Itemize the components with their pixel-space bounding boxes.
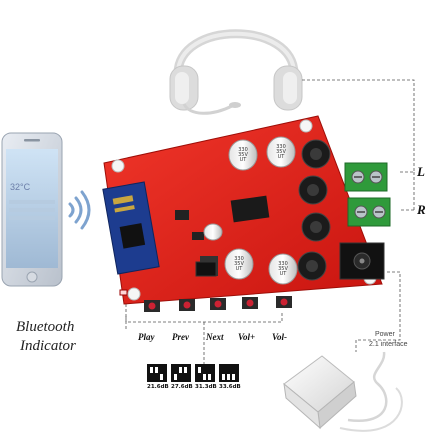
- bluetooth-indicator-led: [119, 289, 128, 296]
- bluetooth-module: [102, 181, 160, 275]
- capacitor-marking: UT: [240, 157, 248, 163]
- capacitor-marking: 330: [238, 147, 248, 153]
- gain-label-1: 21.6dB: [147, 384, 169, 390]
- speaker-terminal-right: [347, 197, 391, 227]
- power-jack: [339, 242, 385, 280]
- amplifier-board: [102, 115, 391, 312]
- capacitor-marking: 35V: [234, 261, 244, 267]
- speaker-terminal-left: [344, 162, 388, 192]
- headphones-image: [169, 29, 303, 115]
- prev-label: Prev: [172, 332, 189, 342]
- gain-label-2: 27.6dB: [171, 384, 193, 390]
- capacitor-marking: UT: [278, 154, 286, 160]
- vol-up-label: Vol+: [238, 332, 256, 342]
- power-interface-label: 2.1 interface: [369, 341, 408, 348]
- gain-label-3: 31.3dB: [195, 384, 217, 390]
- board-buttons: [144, 296, 292, 312]
- power-adapter-image: [283, 351, 403, 432]
- bluetooth-label: Bluetooth: [16, 319, 75, 335]
- capacitor-marking: 35V: [238, 152, 248, 158]
- gain-label-4: 33.6dB: [219, 384, 241, 390]
- phone-temperature: 32°C: [10, 182, 31, 192]
- inductors: [297, 139, 331, 281]
- right-channel-label: R: [417, 202, 426, 217]
- capacitor-2: [266, 136, 296, 168]
- gain-dip-switch: [195, 261, 217, 277]
- connection-lines: [125, 79, 415, 367]
- left-channel-label: L: [417, 164, 425, 179]
- capacitor-1: [228, 139, 258, 171]
- gain-switch-icons: [147, 364, 239, 382]
- capacitor-marking: 35V: [278, 266, 288, 272]
- phone-image: [1, 132, 63, 287]
- power-label: Power: [375, 331, 395, 338]
- vol-down-label: Vol-: [272, 332, 288, 342]
- play-label: Play: [138, 332, 155, 342]
- capacitor-4: [268, 253, 298, 285]
- capacitor-marking: 330: [234, 256, 244, 262]
- capacitor-marking: 330: [278, 261, 288, 267]
- capacitor-marking: UT: [236, 266, 244, 272]
- indicator-label: Indicator: [20, 338, 76, 354]
- wireless-signal-icon: [68, 190, 91, 230]
- capacitor-marking: UT: [280, 271, 288, 277]
- capacitor-3: [224, 248, 254, 280]
- capacitor-marking: 330: [276, 144, 286, 150]
- next-label: Next: [206, 332, 224, 342]
- capacitor-marking: 35V: [276, 149, 286, 155]
